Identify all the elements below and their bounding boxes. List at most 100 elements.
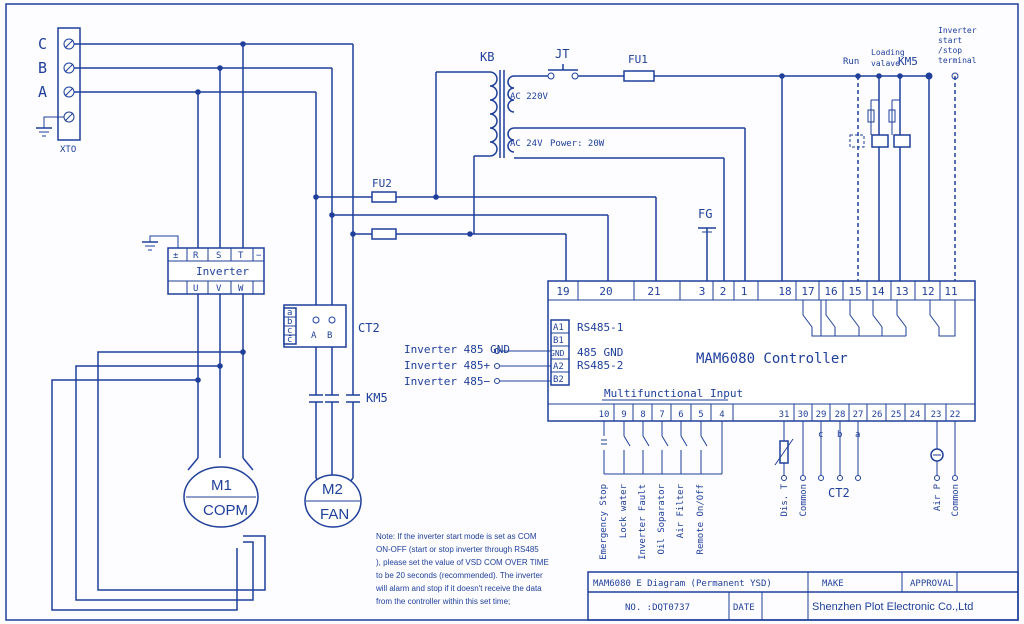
controller-bottom-terminal: 10: [599, 410, 610, 420]
date-label: DATE: [733, 603, 755, 613]
input-wiring: [601, 421, 723, 475]
fg-label: FG: [698, 207, 712, 221]
fu1-label: FU1: [628, 53, 648, 66]
ct2-inputs: c b a CT2: [818, 421, 861, 500]
dis-t-sensor: [774, 421, 806, 481]
m2-name: FAN: [320, 506, 349, 523]
multifunctional-label: Multifunctional Input: [604, 387, 743, 400]
note-line-5: will alarm and stop if it doesn't receiv…: [375, 584, 542, 593]
comm-b2: B2: [553, 375, 564, 385]
ct2-input-c: c: [818, 430, 823, 440]
controller-top-terminal: 1: [741, 285, 748, 298]
ct2-block: a b c c̄ A B CT2: [283, 304, 380, 348]
controller-bottom-terminal: 7: [659, 410, 664, 420]
jt-label: JT: [555, 47, 569, 61]
sensor-label: Dis. T: [780, 483, 790, 516]
controller-bottom-terminal: 5: [698, 410, 703, 420]
jt-switch: JT: [514, 47, 579, 80]
controller-top-terminal: 2: [720, 285, 727, 298]
inverter-terminal-minus: −: [256, 251, 262, 261]
diagram-name: MAM6080 E Diagram (Permanent YSD): [593, 579, 772, 589]
controller-top-terminal: 19: [556, 285, 569, 298]
controller-bottom-terminal: 26: [872, 410, 883, 420]
controller-top-terminal: 15: [848, 285, 861, 298]
note-line-3: ), please set the value of VSD COM OVER …: [376, 558, 549, 567]
controller-top-terminal: 17: [801, 285, 814, 298]
ct2-label: CT2: [358, 321, 380, 335]
controller-top-terminal: 3: [699, 285, 706, 298]
controller-bottom-terminal: 29: [816, 410, 827, 420]
controller-bottom-terminal: 31: [779, 410, 790, 420]
company-name: Shenzhen Plot Electronic Co.,Ltd: [812, 601, 973, 613]
ct2-side-b: b: [287, 317, 292, 327]
controller-bottom-terminal: 30: [798, 410, 809, 420]
controller-bottom-terminal: 28: [835, 410, 846, 420]
phase-a-label: A: [38, 83, 47, 101]
ct2-pin-b: B: [327, 331, 332, 341]
note-line-4: to be 20 seconds (recommended). The inve…: [376, 571, 543, 580]
controller-title: MAM6080 Controller: [696, 351, 848, 367]
comm-a2: A2: [553, 362, 564, 372]
controller-top-terminal: 13: [895, 285, 908, 298]
controller-bottom-terminal: 27: [853, 410, 864, 420]
ct2-inputs-label: CT2: [828, 486, 850, 500]
input-label: Lock water: [619, 483, 629, 538]
input-label: Oil Soparator: [657, 483, 667, 554]
km5-label: KM5: [366, 391, 388, 405]
km5-contactor: KM5: [309, 391, 388, 405]
fg-ground: FG: [698, 207, 716, 281]
inverter-terminal-s: S: [216, 251, 221, 261]
controller-top-terminal: 16: [824, 285, 837, 298]
inverter-terminal-w: W: [238, 284, 244, 294]
input-label: Inverter Fault: [638, 484, 648, 560]
ct2-side-a: a: [287, 308, 292, 318]
rs485-1-label: RS485-1: [577, 321, 623, 334]
transformer-kb: KB AC 220V AC 24V Power: 20W: [435, 50, 605, 234]
ct2-side-c: c: [287, 326, 292, 336]
sensor-label: Air P: [933, 483, 943, 511]
relay-contacts: [802, 300, 956, 337]
phase-c-label: C: [38, 35, 47, 53]
controller-bottom-terminal: 22: [950, 410, 961, 420]
note-line-2: ON-OFF (start or stop inverter through R…: [376, 545, 539, 554]
make-label: MAKE: [822, 579, 844, 589]
sensor-label: Common: [799, 484, 809, 517]
controller-bottom-terminal: 24: [910, 410, 921, 420]
controller-top-terminal: 20: [599, 285, 612, 298]
power-wiring: [74, 41, 608, 487]
note-line-6: from the controller within this set time…: [376, 597, 510, 606]
controller-top-terminal: 21: [647, 285, 660, 298]
kb-label: KB: [480, 50, 494, 64]
m1-wiring: [51, 294, 266, 611]
power-rating: Power: 20W: [550, 139, 605, 149]
inverter-485-minus: Inverter 485−: [404, 375, 490, 388]
primary-voltage: AC 220V: [510, 92, 549, 102]
comm-a1: A1: [553, 323, 564, 333]
phase-b-label: B: [38, 59, 47, 77]
secondary-voltage: AC 24V: [510, 139, 543, 149]
dc-supply-wires: [436, 73, 785, 281]
frame-border: [5, 3, 1019, 621]
m2-id: M2: [322, 481, 343, 498]
controller-bottom-terminal: 6: [678, 410, 683, 420]
terminal-block-xto: C B A XTO: [36, 27, 81, 155]
inverter-title: Inverter: [196, 265, 249, 278]
fuse-secondary: [371, 228, 397, 240]
controller-bottom-terminal: 23: [931, 410, 942, 420]
note-line-1: Note: If the inverter start mode is set …: [376, 532, 537, 541]
motor-m1: M1 COPM: [183, 466, 259, 528]
inverter-terminal-t: T: [238, 251, 244, 261]
controller-bottom-terminal: 4: [719, 410, 724, 420]
km5-output-label: KM5: [898, 55, 918, 68]
controller-top-terminal: 11: [944, 285, 957, 298]
approval-label: APPROVAL: [910, 579, 953, 589]
input-label: Air Filter: [676, 483, 686, 538]
